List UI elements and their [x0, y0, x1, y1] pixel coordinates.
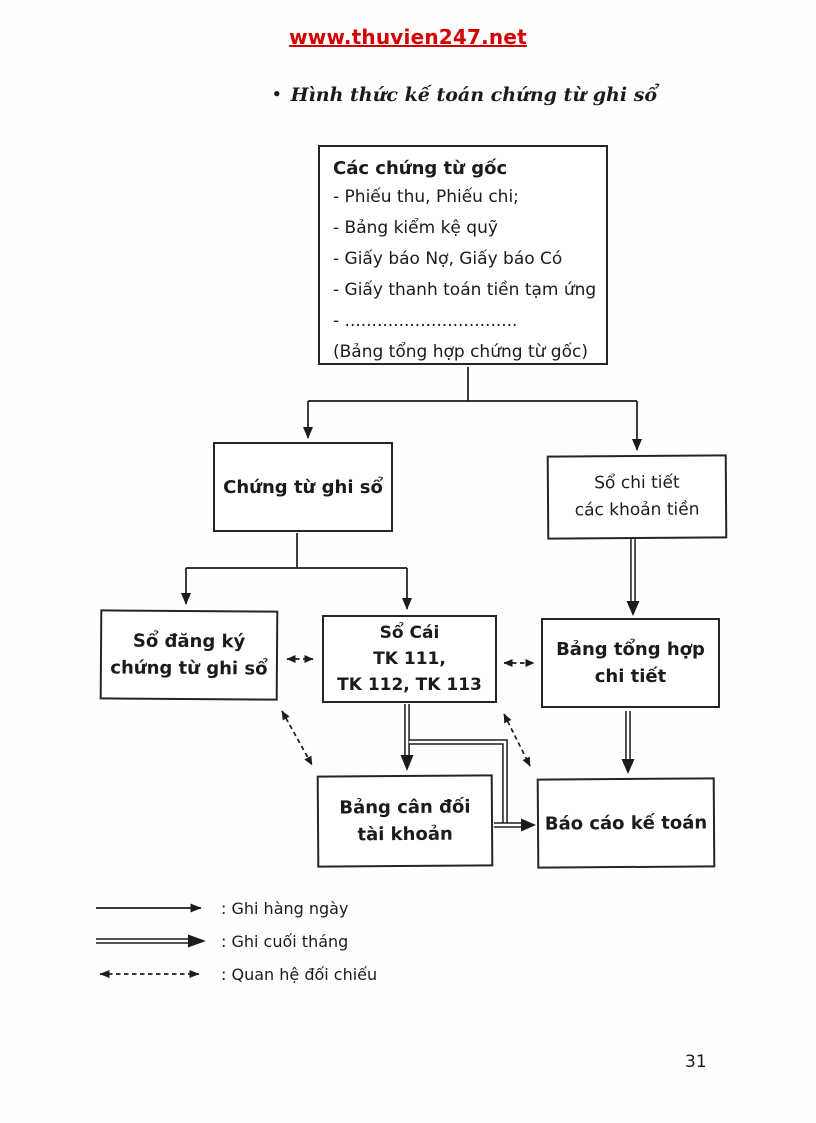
legend-item-daily: : Ghi hàng ngày	[93, 898, 349, 918]
legend-label: : Ghi hàng ngày	[221, 898, 349, 918]
box-so-chi-tiet: Sổ chi tiết các khoản tiền	[546, 454, 728, 540]
bullet-icon: •	[272, 85, 282, 103]
box-so-dang-ky: Sổ đăng ký chứng từ ghi sổ	[99, 609, 279, 701]
double-line-arrow-icon	[96, 934, 206, 948]
site-url-link[interactable]: www.thuvien247.net	[289, 25, 527, 49]
box-cac-chung-tu-goc: Các chứng từ gốc - Phiếu thu, Phiếu chi;…	[318, 145, 608, 365]
source-item: - Phiếu thu, Phiếu chi;	[333, 187, 519, 207]
box-bao-cao: Báo cáo kế toán	[536, 777, 716, 869]
source-item: - Bảng kiểm kệ quỹ	[333, 218, 498, 238]
page-number: 31	[685, 1052, 707, 1072]
dashed-double-arrow-icon	[99, 970, 200, 978]
page-title-text: Hình thức kế toán chứng từ ghi sổ	[290, 84, 658, 106]
arrow-check-sodangky-bangcandoi	[281, 710, 313, 766]
page-title: • Hình thức kế toán chứng từ ghi sổ	[272, 84, 657, 106]
arrow-socai-to-bangcandoi	[400, 704, 414, 771]
box-bang-tong-hop: Bảng tổng hợp chi tiết	[541, 618, 720, 708]
source-box-title: Các chứng từ gốc	[333, 158, 508, 179]
source-item: - ................................	[333, 311, 518, 331]
arrow-bangtonghop-to-baocao	[621, 711, 635, 774]
box-so-cai: Sổ Cái TK 111, TK 112, TK 113	[322, 615, 497, 703]
solid-arrow-icon	[96, 903, 202, 913]
box-bang-can-doi: Bảng cân đối tài khoản	[316, 774, 494, 868]
legend-label: : Ghi cuối tháng	[221, 931, 349, 951]
legend-label: : Quan hệ đối chiếu	[221, 964, 378, 984]
box-chung-tu-ghi-so: Chứng từ ghi sổ	[213, 442, 393, 532]
arrow-source-branch	[303, 367, 642, 451]
source-item: - Giấy báo Nợ, Giấy báo Có	[333, 249, 563, 269]
arrow-bangcandoi-to-baocao	[494, 818, 536, 832]
arrow-ctgs-branch	[181, 533, 412, 610]
arrow-check-socai-baocao	[503, 713, 531, 767]
legend-item-monthend: : Ghi cuối tháng	[93, 931, 349, 951]
source-item: - Giấy thanh toán tiền tạm ứng	[333, 280, 597, 300]
legend-item-reconcile: : Quan hệ đối chiếu	[93, 964, 378, 984]
source-item: (Bảng tổng hợp chứng từ gốc)	[333, 342, 588, 362]
arrow-sochitiet-to-bangtonghop	[626, 539, 640, 616]
